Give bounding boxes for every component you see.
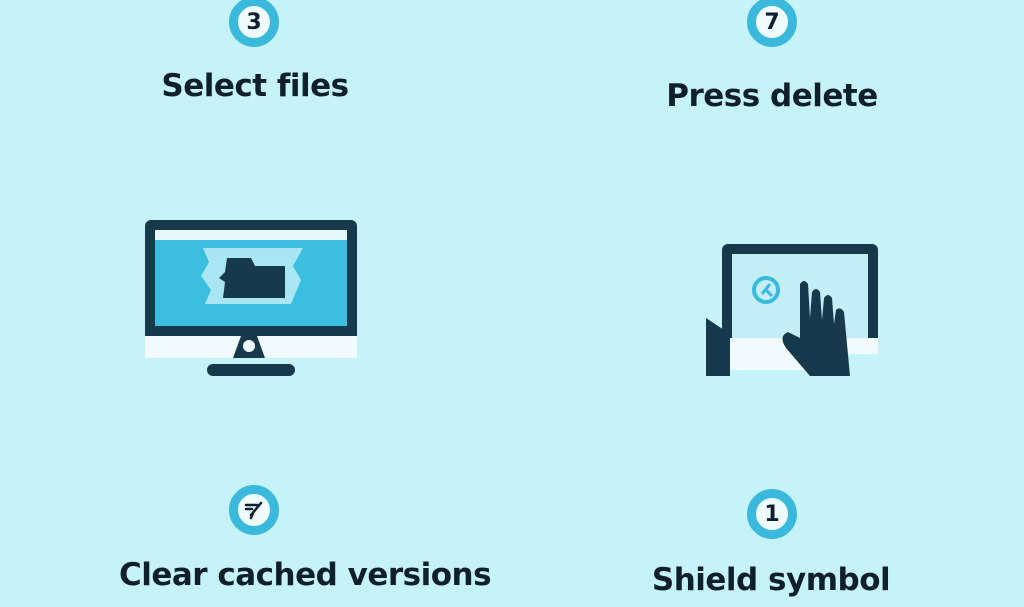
step-number: 7 [764, 9, 780, 35]
step-badge-airplane [229, 485, 279, 535]
step-number: 1 [764, 501, 780, 527]
step-badge-3: 3 [229, 0, 279, 47]
airplane-icon [244, 501, 263, 520]
step-label-select-files: Select files [161, 68, 349, 104]
monitor-with-folder-icon [145, 220, 357, 376]
step-label-shield-symbol: Shield symbol [651, 562, 891, 598]
hand-tapping-tablet-icon [706, 244, 878, 376]
step-label-press-delete: Press delete [666, 78, 878, 114]
step-number: 3 [246, 9, 262, 35]
step-badge-7: 7 [747, 0, 797, 47]
step-badge-1: 1 [747, 489, 797, 539]
step-label-clear-cached-versions: Clear cached versions [118, 557, 492, 593]
